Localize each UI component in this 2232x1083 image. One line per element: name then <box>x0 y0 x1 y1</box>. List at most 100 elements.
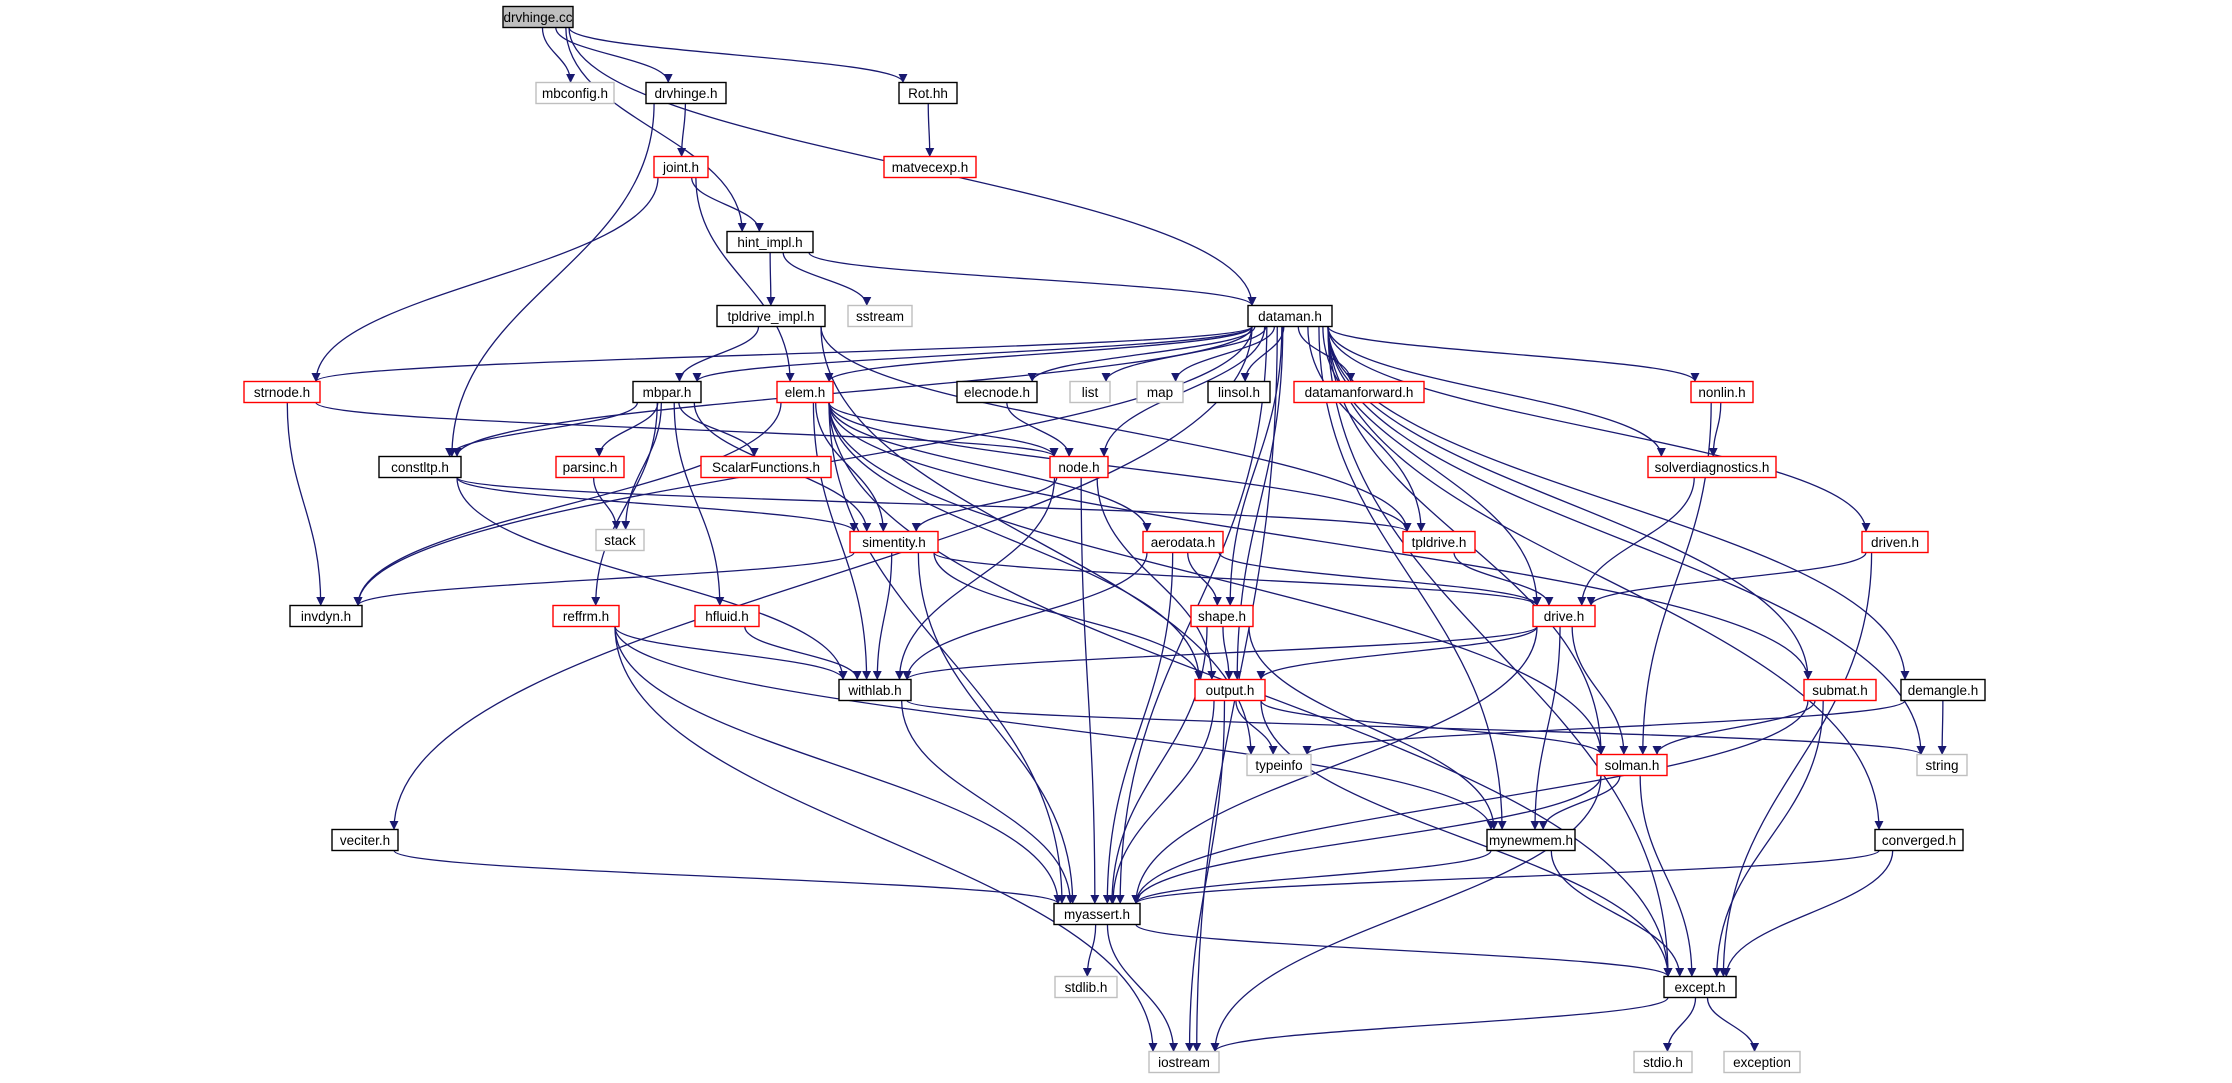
edge-dataman_h-to-tpldrive_h <box>1307 326 1426 532</box>
node-drive_h[interactable]: drive.h <box>1532 604 1596 628</box>
node-drvhinge_h[interactable]: drvhinge.h <box>645 81 727 105</box>
edge-dataman_h-to-demangle_h <box>1327 326 1910 680</box>
node-dataman_h[interactable]: dataman.h <box>1247 304 1333 328</box>
node-label: constltp.h <box>391 460 449 475</box>
edge-simentity_h-to-withlab_h <box>872 552 893 680</box>
node-linsol_h[interactable]: linsol.h <box>1207 380 1271 404</box>
node-label: mynewmem.h <box>1489 833 1573 848</box>
node-strnode_h[interactable]: strnode.h <box>243 380 321 404</box>
node-box <box>956 380 1038 404</box>
edge-tpldrive_h-to-drive_h <box>1453 552 1554 606</box>
node-withlab_h[interactable]: withlab.h <box>838 678 912 702</box>
node-box <box>1486 828 1576 852</box>
edge-reffrm_h-to-mynewmem_h <box>614 626 1496 830</box>
node-drvhinge_cc[interactable]: drvhinge.cc <box>502 5 574 29</box>
node-label: typeinfo <box>1255 758 1302 773</box>
node-elecnode_h[interactable]: elecnode.h <box>956 380 1038 404</box>
node-joint_h[interactable]: joint.h <box>653 155 709 179</box>
node-shape_h[interactable]: shape.h <box>1190 604 1254 628</box>
node-label: converged.h <box>1882 833 1956 848</box>
node-demangle_h[interactable]: demangle.h <box>1900 678 1986 702</box>
edge-reffrm_h-to-withlab_h <box>614 626 848 680</box>
edge-elem_h-to-submat_h <box>828 402 1813 680</box>
node-scalarfunctions_h[interactable]: ScalarFunctions.h <box>700 455 832 479</box>
node-box <box>535 81 615 105</box>
node-hint_impl_h[interactable]: hint_impl.h <box>726 230 814 254</box>
node-rot_hh[interactable]: Rot.hh <box>898 81 958 105</box>
node-map[interactable]: map <box>1136 380 1184 404</box>
edge-solverdiagnostics_h-to-drive_h <box>1577 477 1695 606</box>
node-label: except.h <box>1674 980 1725 995</box>
node-label: hint_impl.h <box>737 235 802 250</box>
node-stdlib_h[interactable]: stdlib.h <box>1054 975 1118 999</box>
node-box <box>1246 753 1312 777</box>
node-string[interactable]: string <box>1916 753 1968 777</box>
edge-output_h-to-except_h <box>1260 700 1673 977</box>
edge-reffrm_h-to-iostream <box>614 626 1158 1052</box>
node-label: string <box>1925 758 1958 773</box>
node-hfluid_h[interactable]: hfluid.h <box>694 604 760 628</box>
node-constltp_h[interactable]: constltp.h <box>378 455 462 479</box>
edge-shape_h-to-mynewmem_h <box>1248 626 1499 830</box>
node-myassert_h[interactable]: myassert.h <box>1053 902 1141 926</box>
node-mynewmem_h[interactable]: mynewmem.h <box>1486 828 1576 852</box>
node-typeinfo[interactable]: typeinfo <box>1246 753 1312 777</box>
node-veciter_h[interactable]: veciter.h <box>331 828 399 852</box>
edge-parsinc_h-to-stack <box>592 477 621 530</box>
edge-elem_h-to-myassert_h <box>828 402 1067 904</box>
edge-shape_h-to-myassert_h <box>1107 626 1208 904</box>
node-list[interactable]: list <box>1069 380 1111 404</box>
edges-layer <box>286 27 1947 1053</box>
node-label: tpldrive_impl.h <box>727 309 814 324</box>
node-box <box>776 380 834 404</box>
edge-output_h-to-solman_h <box>1260 700 1606 755</box>
node-box <box>1136 380 1184 404</box>
node-label: stdlib.h <box>1065 980 1108 995</box>
edge-aerodata_h-to-drive_h <box>1218 552 1542 606</box>
node-exception[interactable]: exception <box>1723 1050 1801 1074</box>
edge-drive_h-to-output_h <box>1256 626 1538 680</box>
node-datamanforward_h[interactable]: datamanforward.h <box>1293 380 1425 404</box>
node-submat_h[interactable]: submat.h <box>1803 678 1877 702</box>
edge-solman_h-to-myassert_h <box>1131 775 1602 904</box>
edge-dataman_h-to-map <box>1171 326 1276 382</box>
node-invdyn_h[interactable]: invdyn.h <box>289 604 363 628</box>
node-label: submat.h <box>1812 683 1868 698</box>
node-iostream[interactable]: iostream <box>1148 1050 1220 1074</box>
edge-elem_h-to-withlab_h <box>812 402 872 680</box>
node-node_h[interactable]: node.h <box>1049 455 1109 479</box>
node-except_h[interactable]: except.h <box>1663 975 1737 999</box>
edge-drvhinge_h-to-constltp_h <box>447 103 655 457</box>
node-driven_h[interactable]: driven.h <box>1861 530 1929 554</box>
node-sstream[interactable]: sstream <box>847 304 913 328</box>
node-parsinc_h[interactable]: parsinc.h <box>555 455 625 479</box>
node-box <box>1663 975 1737 999</box>
node-mbpar_h[interactable]: mbpar.h <box>632 380 702 404</box>
node-simentity_h[interactable]: simentity.h <box>849 530 939 554</box>
node-label: exception <box>1733 1055 1791 1070</box>
edge-rot_hh-to-matvecexp_h <box>925 103 935 157</box>
node-tpldrive_impl_h[interactable]: tpldrive_impl.h <box>716 304 826 328</box>
edge-mbpar_h-to-hfluid_h <box>673 402 725 606</box>
node-aerodata_h[interactable]: aerodata.h <box>1142 530 1224 554</box>
edge-withlab_h-to-string <box>906 699 1926 756</box>
node-label: elem.h <box>785 385 826 400</box>
node-tpldrive_h[interactable]: tpldrive.h <box>1402 530 1476 554</box>
edge-dataman_h-to-node_h <box>1099 326 1266 457</box>
node-label: sstream <box>856 309 904 324</box>
node-label: solverdiagnostics.h <box>1655 460 1770 475</box>
node-elem_h[interactable]: elem.h <box>776 380 834 404</box>
node-reffrm_h[interactable]: reffrm.h <box>552 604 620 628</box>
node-stack[interactable]: stack <box>595 528 645 552</box>
node-solverdiagnostics_h[interactable]: solverdiagnostics.h <box>1647 455 1777 479</box>
node-mbconfig_h[interactable]: mbconfig.h <box>535 81 615 105</box>
node-output_h[interactable]: output.h <box>1194 678 1266 702</box>
edge-converged_h-to-except_h <box>1721 850 1894 977</box>
node-solman_h[interactable]: solman.h <box>1596 753 1668 777</box>
node-nonlin_h[interactable]: nonlin.h <box>1690 380 1754 404</box>
node-converged_h[interactable]: converged.h <box>1874 828 1964 852</box>
node-matvecexp_h[interactable]: matvecexp.h <box>883 155 977 179</box>
node-label: node.h <box>1058 460 1099 475</box>
node-stdio_h[interactable]: stdio.h <box>1633 1050 1693 1074</box>
node-box <box>1874 828 1964 852</box>
